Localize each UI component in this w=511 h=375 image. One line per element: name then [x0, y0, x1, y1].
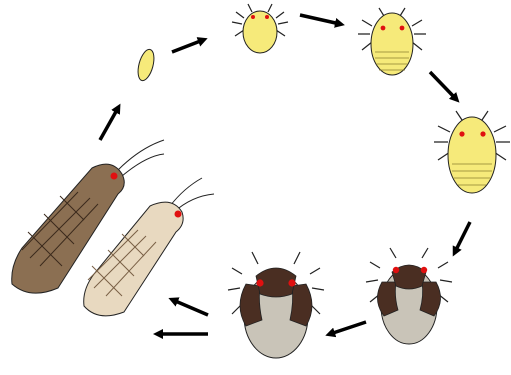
arrow-nymph-1-to-nymph-2: [300, 15, 340, 24]
egg-stage: [135, 48, 157, 83]
arrow-nymph-3-to-nymph-4: [455, 222, 470, 252]
adults-stage: [12, 140, 214, 316]
arrow-nymph-4-to-nymph-5: [330, 322, 366, 334]
nymph-2-stage: [358, 8, 426, 75]
arrow-adult-to-egg: [100, 108, 118, 140]
nymph-1-stage: [232, 4, 288, 53]
arrow-nymph-5-to-adult-upper: [173, 300, 208, 315]
arrow-egg-to-nymph-1: [172, 40, 203, 52]
nymph-3-stage: [434, 111, 510, 193]
nymph-5-stage: [228, 252, 324, 358]
arrow-nymph-2-to-nymph-3: [430, 72, 456, 99]
nymph-4-stage: [366, 248, 452, 344]
